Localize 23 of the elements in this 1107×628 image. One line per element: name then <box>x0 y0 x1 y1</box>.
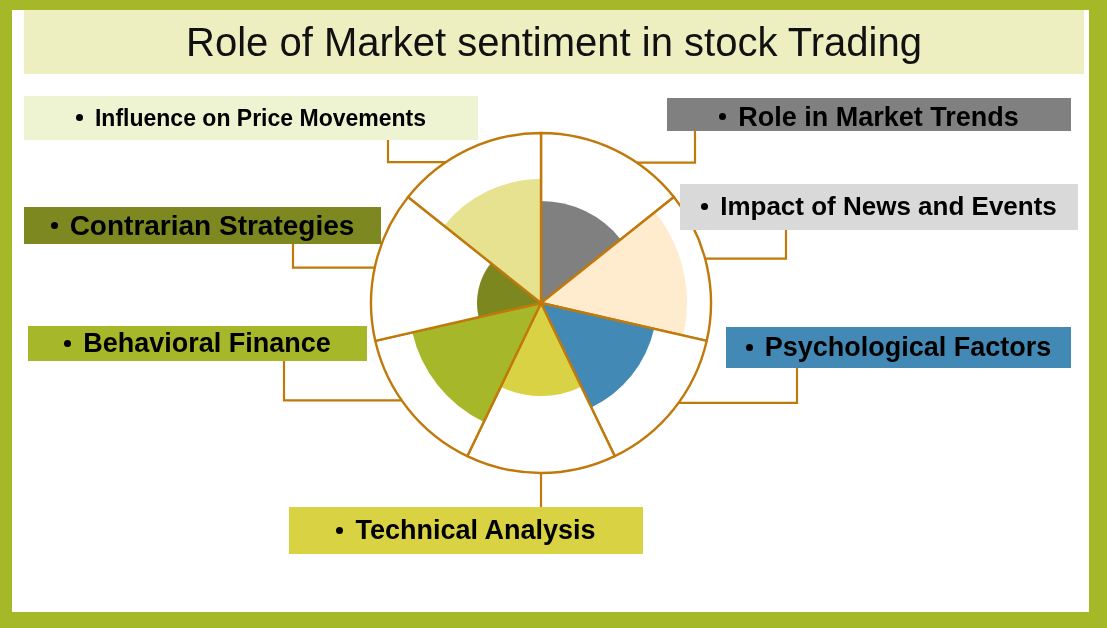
leader-line <box>539 471 543 507</box>
topic-banner <box>680 184 1078 230</box>
leader-line <box>678 368 799 404</box>
topic-banner <box>28 326 367 361</box>
topic-label: Influence on Price Movements <box>95 105 426 131</box>
topic-banner <box>24 96 478 140</box>
topic-banner <box>726 327 1071 368</box>
topic-label: Role in Market Trends <box>738 102 1019 131</box>
leader-line <box>291 244 375 269</box>
topic-label: Impact of News and Events <box>720 193 1057 221</box>
title-banner: Role of Market sentiment in stock Trading <box>24 10 1084 74</box>
topic-banner <box>24 207 381 244</box>
topic-label: Contrarian Strategies <box>69 210 355 241</box>
leader-line <box>637 131 697 164</box>
leader-line <box>386 140 446 164</box>
leader-line <box>282 361 402 402</box>
topic-label: Behavioral Finance <box>83 329 331 358</box>
leader-line <box>705 230 788 260</box>
topic-banner <box>667 98 1071 131</box>
chart-wedge <box>406 131 543 305</box>
topic-banner <box>289 507 643 554</box>
topic-label: Psychological Factors <box>764 333 1052 362</box>
topic-label: Technical Analysis <box>355 516 596 545</box>
